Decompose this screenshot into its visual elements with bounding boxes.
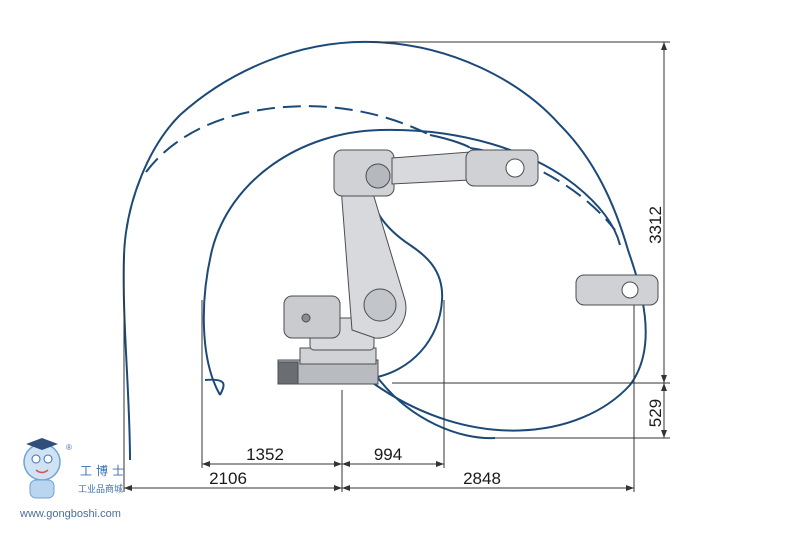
- industrial-robot: [277, 149, 659, 385]
- arrow-1352-left: [202, 461, 210, 467]
- outer-envelope-curve: [123, 40, 647, 432]
- robot-base-foot: [277, 361, 299, 385]
- arrow-2106-left: [124, 485, 132, 491]
- arrow-2106-right: [334, 485, 342, 491]
- inner-loop-hook: [204, 378, 225, 396]
- registered-mark: ®: [66, 443, 72, 452]
- arrow-3312-bottom: [661, 375, 667, 383]
- dashed-envelope-curve: [145, 105, 431, 173]
- dashed-envelope-right: [469, 147, 616, 231]
- watermark-brand: 工博士: [80, 463, 128, 478]
- arrow-994-right: [436, 461, 444, 467]
- label-base-height: 529: [646, 399, 665, 427]
- arrow-529-top: [661, 383, 667, 391]
- arrow-994-left: [342, 461, 350, 467]
- working-envelope: [122, 40, 647, 461]
- robot-counterweight-bolt: [301, 313, 311, 323]
- middle-envelope-curve: [202, 128, 621, 396]
- arrow-2848-right: [626, 485, 634, 491]
- robot-wrist-alt: [575, 274, 659, 306]
- arrow-2848-left: [342, 485, 350, 491]
- arrow-3312-top: [661, 42, 667, 50]
- dimension-lines: [123, 41, 670, 492]
- watermark-logo: ® 工博士 工业品商城 www.gongboshi.com: [19, 438, 128, 520]
- label-outer-left: 2106: [209, 469, 247, 488]
- robot-wrist: [465, 149, 539, 187]
- robot-upper-arm: [391, 151, 471, 185]
- robot-wrist-joint: [505, 158, 525, 178]
- dimension-arrows: [124, 42, 667, 491]
- dashed-envelope-low: [429, 134, 471, 149]
- robot-shoulder-joint: [363, 288, 397, 322]
- robot-wrist-alt-joint: [621, 281, 639, 299]
- arrow-529-bottom: [661, 430, 667, 438]
- robot-counterweight: [283, 295, 341, 339]
- mascot-icon: [23, 438, 61, 499]
- watermark-subtitle: 工业品商城: [78, 483, 123, 495]
- label-total-height: 3312: [646, 206, 665, 244]
- robot-elbow-joint: [365, 163, 391, 189]
- outer-envelope-lower: [122, 254, 131, 461]
- label-outer-right: 2848: [463, 469, 501, 488]
- outer-bottom-curve: [377, 377, 496, 440]
- watermark-url: www.gongboshi.com: [19, 508, 121, 520]
- label-inner-right: 994: [374, 445, 402, 464]
- arrow-1352-right: [334, 461, 342, 467]
- label-inner-left: 1352: [246, 445, 284, 464]
